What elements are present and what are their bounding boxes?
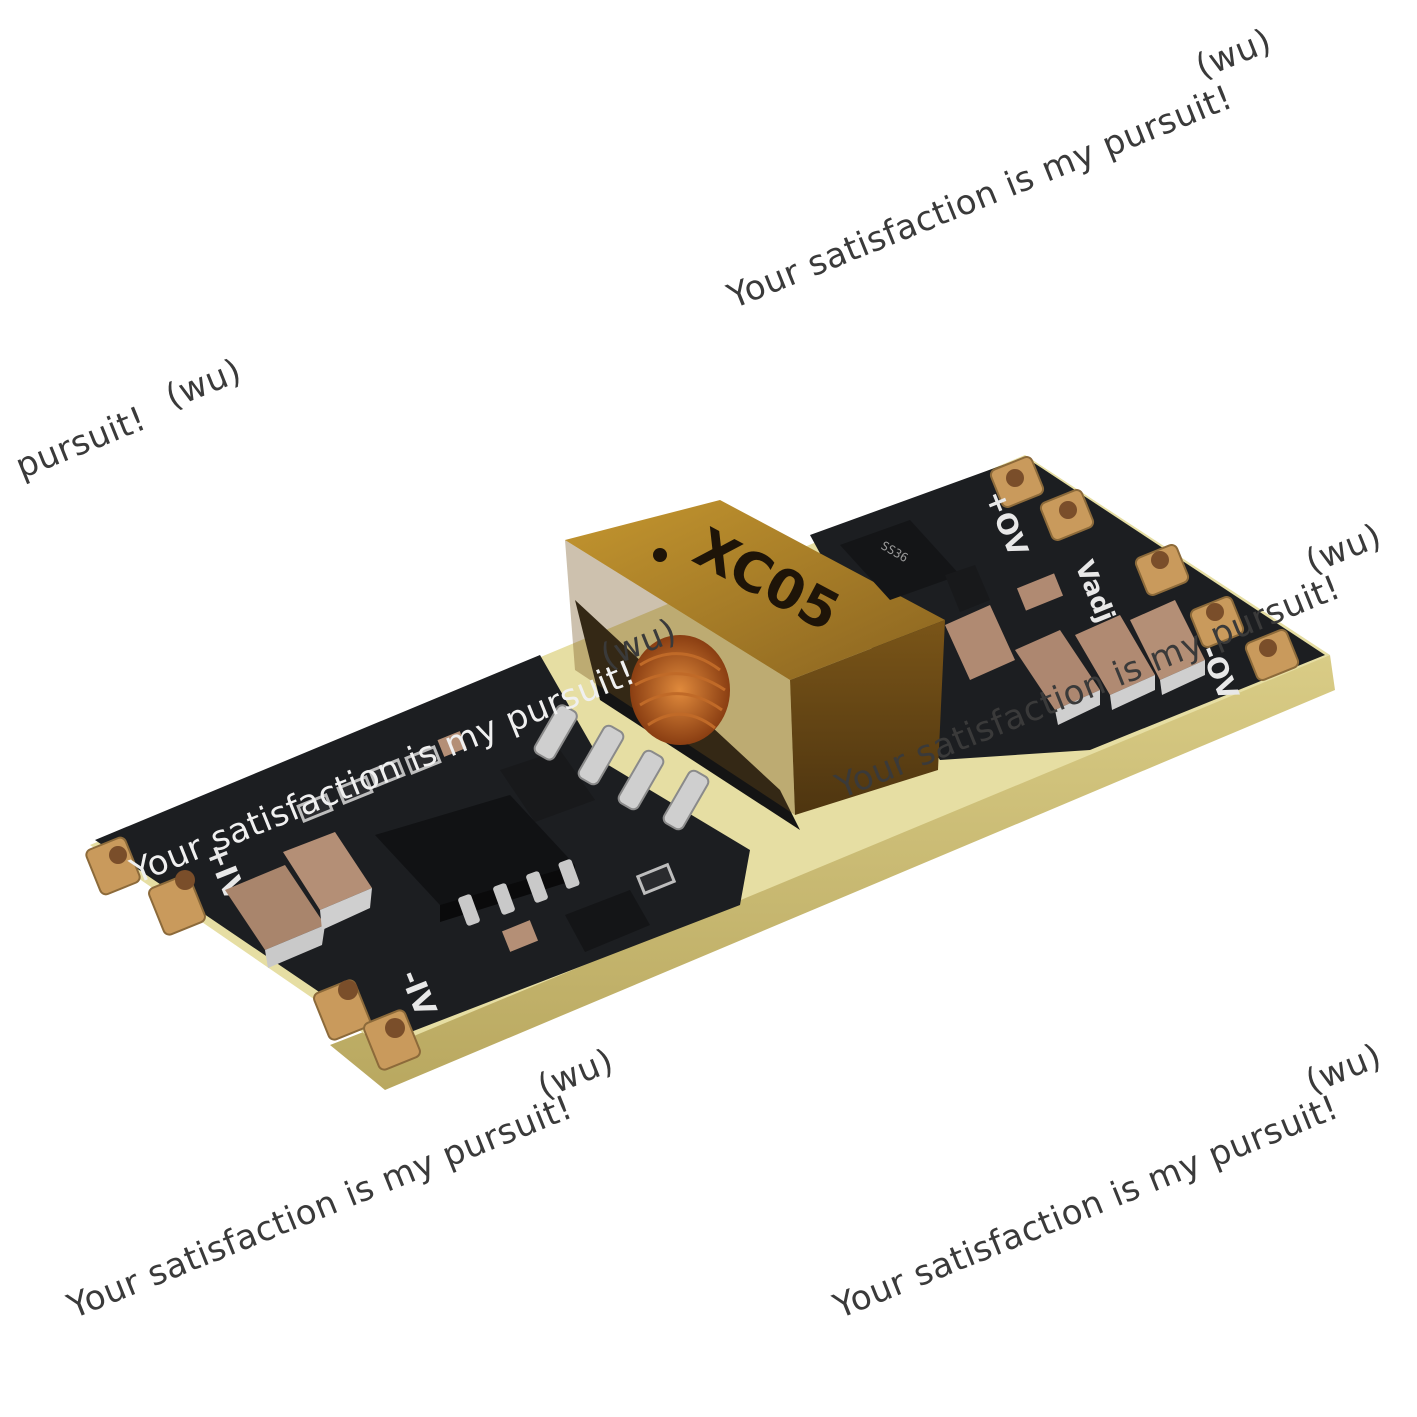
mosfet [500,750,595,822]
resistors [296,745,677,896]
output-diode: SS36 [840,520,960,600]
input-capacitors [225,832,372,968]
controller-ic [375,795,580,926]
transformer: XC05 [533,500,945,831]
input-diode [565,890,650,952]
output-capacitors [945,573,1205,725]
pcb-edge [330,655,1335,1090]
